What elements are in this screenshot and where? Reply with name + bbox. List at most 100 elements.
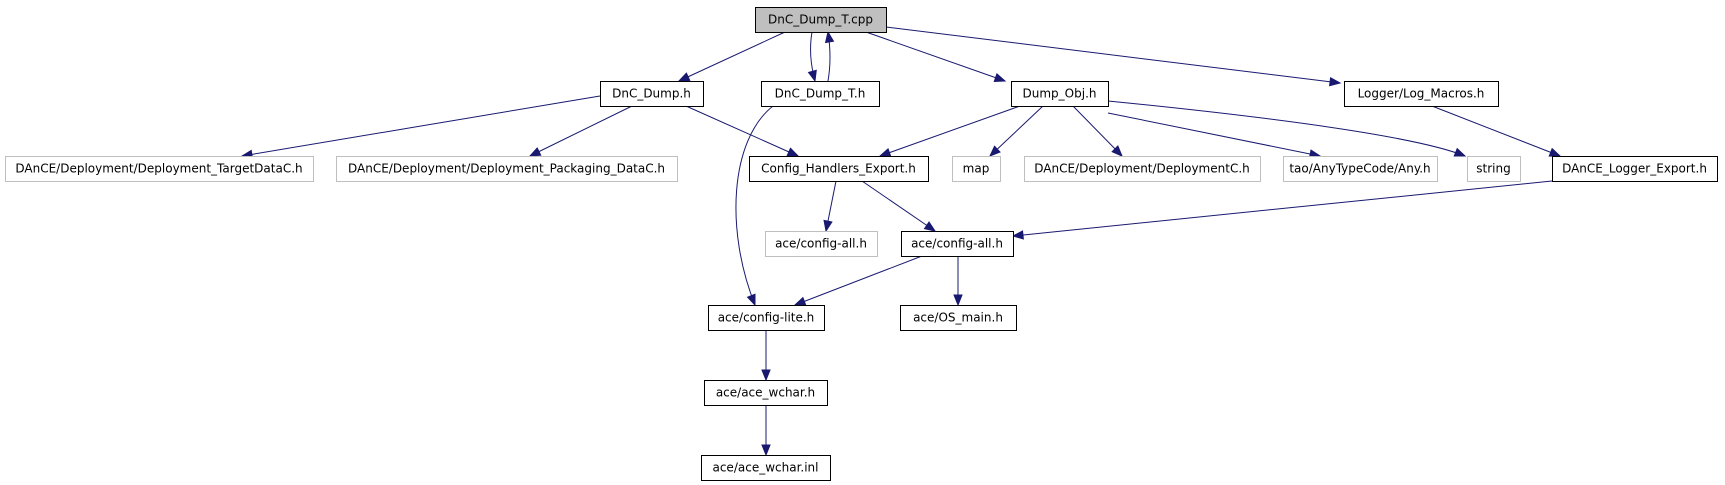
node-box (1024, 156, 1261, 182)
edge-line (529, 105, 633, 157)
edge-n3-n11 (1107, 100, 1467, 157)
edge-line (1431, 105, 1561, 157)
edge-n0-n2 (807, 31, 817, 83)
node-ace-config-all-h[interactable]: ace/config-all.h (901, 231, 1014, 257)
arrowhead-icon (746, 293, 756, 307)
edge-n3-n7 (878, 105, 1021, 157)
edge-n3-n8 (989, 105, 1044, 157)
node-box (1344, 81, 1499, 107)
node-label: ace/ace_wchar.h (716, 386, 815, 400)
edge-n1-n5 (240, 95, 601, 159)
node-dnc-dump-t-cpp[interactable]: DnC_Dump_T.cpp (755, 7, 887, 33)
edge-n14-n15 (793, 255, 923, 306)
edge-line (1012, 180, 1553, 237)
node-ace-ace-wchar-h[interactable]: ace/ace_wchar.h (704, 380, 828, 406)
edge-line (861, 180, 936, 232)
edge-n15-n17 (761, 330, 771, 382)
node-label: DAnCE/Deployment/Deployment_Packaging_Da… (348, 162, 665, 176)
edge-n0-n4 (885, 26, 1342, 87)
node-box (952, 156, 1001, 182)
arrowhead-icon (1328, 77, 1342, 87)
edge-line (735, 105, 774, 306)
edge-n1-n7 (685, 105, 800, 157)
node-ace-config-lite-h[interactable]: ace/config-lite.h (708, 305, 825, 331)
edge-n7-n14 (861, 180, 937, 232)
node-box (336, 156, 678, 182)
edge-line (1072, 105, 1123, 157)
node-label: Logger/Log_Macros.h (1358, 87, 1485, 101)
arrowhead-icon (786, 147, 800, 157)
node-label: ace/config-all.h (775, 237, 867, 251)
edge-line (885, 26, 1341, 84)
arrowhead-icon (677, 72, 691, 82)
node-dance-deployment-deploymentc-h: DAnCE/Deployment/DeploymentC.h (1024, 156, 1261, 182)
edge-line (1107, 112, 1321, 157)
arrowhead-icon (1453, 147, 1467, 157)
node-dance-deployment-deployment-targetdatac-h: DAnCE/Deployment/Deployment_TargetDataC.… (5, 156, 314, 182)
arrowhead-icon (878, 148, 892, 157)
arrowhead-icon (823, 219, 833, 233)
edge-n0-n1 (677, 31, 786, 82)
node-dance-logger-export-h[interactable]: DAnCE_Logger_Export.h (1552, 156, 1718, 182)
node-ace-config-all-h: ace/config-all.h (765, 231, 878, 257)
arrowhead-icon (993, 73, 1007, 82)
node-label: DAnCE_Logger_Export.h (1562, 162, 1707, 176)
edge-n0-n3 (865, 31, 1007, 82)
node-ace-os-main-h[interactable]: ace/OS_main.h (900, 305, 1017, 331)
edge-line (865, 31, 1006, 82)
node-map: map (952, 156, 1001, 182)
arrowhead-icon (923, 221, 937, 232)
node-box (900, 305, 1017, 331)
edge-n2-n0 (824, 30, 835, 82)
edge-n17-n18 (761, 405, 771, 457)
node-box (755, 7, 887, 33)
node-tao-anytypecode-any-h: tao/AnyTypeCode/Any.h (1283, 156, 1438, 182)
edge-line (678, 31, 786, 82)
edge-n12-n14 (1011, 180, 1553, 240)
arrowhead-icon (1548, 147, 1562, 157)
arrowhead-icon (1111, 145, 1123, 157)
arrowhead-icon (807, 69, 817, 83)
node-config-handlers-export-h[interactable]: Config_Handlers_Export.h (749, 156, 929, 182)
edge-n4-n12 (1431, 105, 1562, 157)
node-label: DnC_Dump_T.h (775, 87, 866, 101)
arrowhead-icon (953, 294, 963, 307)
node-dnc-dump-h[interactable]: DnC_Dump.h (600, 81, 704, 107)
node-label: map (963, 162, 990, 176)
node-box (1552, 156, 1718, 182)
arrowhead-icon (824, 30, 835, 44)
node-label: tao/AnyTypeCode/Any.h (1289, 162, 1430, 176)
edge-line (794, 255, 923, 306)
node-box (1011, 81, 1109, 107)
edge-n1-n6 (528, 105, 633, 157)
edge-n3-n9 (1072, 105, 1123, 157)
edge-line (989, 105, 1044, 157)
node-label: DAnCE/Deployment/DeploymentC.h (1034, 162, 1250, 176)
arrowhead-icon (793, 296, 807, 306)
node-label: DnC_Dump_T.cpp (768, 13, 873, 27)
node-ace-ace-wchar-inl[interactable]: ace/ace_wchar.inl (701, 455, 831, 481)
node-label: DAnCE/Deployment/Deployment_TargetDataC.… (15, 162, 302, 176)
node-box (704, 380, 828, 406)
node-label: ace/ace_wchar.inl (712, 461, 818, 475)
node-box (749, 156, 929, 182)
edge-line (241, 95, 601, 157)
arrowhead-icon (1011, 230, 1024, 240)
arrowhead-icon (989, 145, 1001, 157)
node-box (1467, 156, 1521, 182)
node-box (1283, 156, 1438, 182)
node-label: Config_Handlers_Export.h (761, 162, 916, 176)
node-dnc-dump-t-h[interactable]: DnC_Dump_T.h (761, 81, 880, 107)
node-label: string (1476, 162, 1510, 176)
node-dump-obj-h[interactable]: Dump_Obj.h (1011, 81, 1109, 107)
node-logger-log-macros-h[interactable]: Logger/Log_Macros.h (1344, 81, 1499, 107)
edge-n7-n13 (823, 180, 837, 233)
edge-n3-n10 (1107, 112, 1322, 159)
node-label: ace/config-all.h (911, 237, 1003, 251)
node-box (901, 231, 1014, 257)
node-box (708, 305, 825, 331)
node-box (765, 231, 878, 257)
node-dance-deployment-deployment-packaging-datac-h: DAnCE/Deployment/Deployment_Packaging_Da… (336, 156, 678, 182)
